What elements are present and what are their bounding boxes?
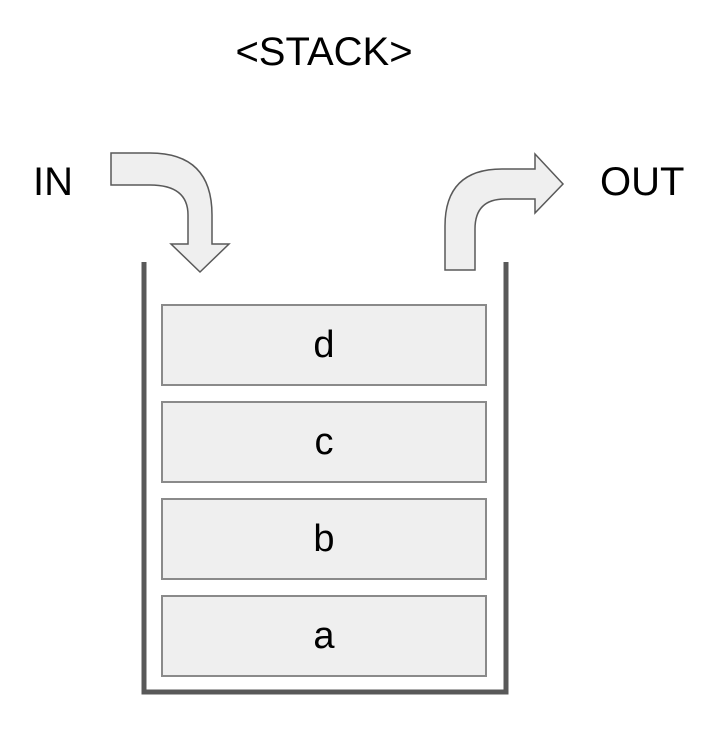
diagram-title: <STACK> [235,30,413,74]
stack-item-c: c [161,401,487,483]
stack-item-d: d [161,304,487,386]
out-label: OUT [600,160,685,204]
in-arrow-icon [110,152,231,274]
stack-item-a: a [161,595,487,677]
stack-item-b: b [161,498,487,580]
out-arrow-icon [444,152,565,271]
in-label: IN [33,160,73,204]
stack-container [141,262,509,695]
